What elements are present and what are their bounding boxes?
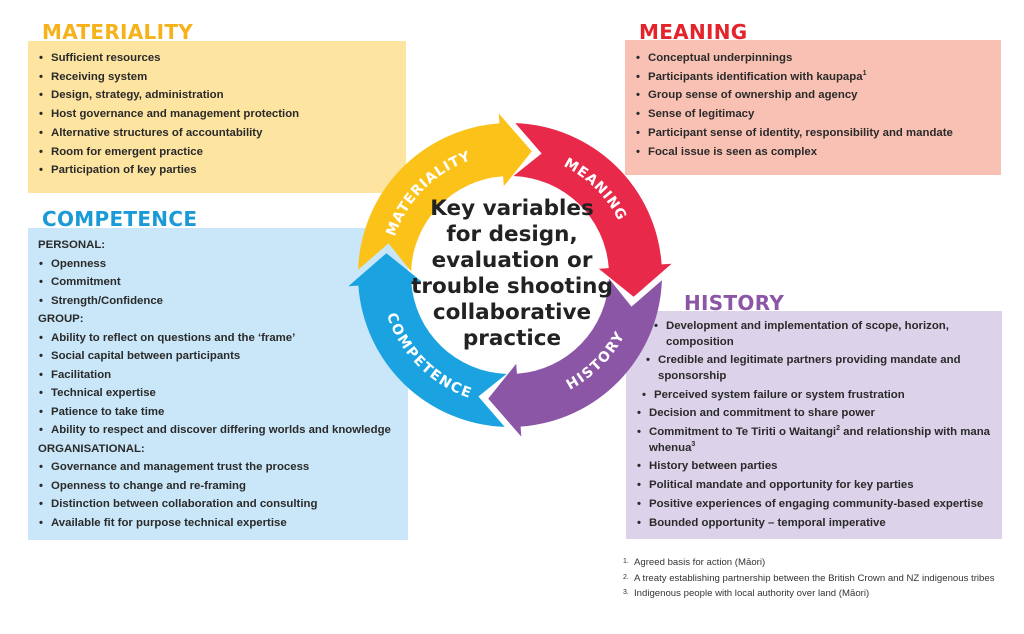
footnote: 2. A treaty establishing partnership betw… xyxy=(623,573,1013,586)
list-item: Governance and management trust the proc… xyxy=(38,458,398,477)
list-item: Commitment xyxy=(38,273,398,292)
materiality-panel: Sufficient resources Receiving system De… xyxy=(28,41,406,193)
list-item: Ability to reflect on questions and the … xyxy=(38,329,398,348)
list-item: Receiving system xyxy=(38,68,396,87)
footnote-marker: 2 xyxy=(836,425,841,433)
list-item: History between parties xyxy=(636,459,992,475)
footnote-number: 2. xyxy=(623,573,629,581)
list-item: Positive experiences of engaging communi… xyxy=(636,497,992,513)
list-item: Distinction between collaboration and co… xyxy=(38,495,398,514)
list-item: Decision and commitment to share power xyxy=(636,406,992,422)
list-item: Design, strategy, administration xyxy=(38,86,396,105)
list-item: Room for emergent practice xyxy=(38,143,396,162)
group-label-group: GROUP: xyxy=(38,313,84,325)
list-item: Development and implementation of scope,… xyxy=(636,319,992,350)
center-title-line: evaluation or xyxy=(431,248,593,273)
group-label-personal: PERSONAL: xyxy=(38,239,106,251)
list-item-text: Participants identification with kaupapa xyxy=(648,70,863,83)
cycle-arrow-competence xyxy=(348,253,507,427)
list-item: Facilitation xyxy=(38,366,398,385)
list-item: Group sense of ownership and agency xyxy=(635,86,991,105)
center-title-line: collaborative xyxy=(432,300,592,325)
list-item: Sense of legitimacy xyxy=(635,105,991,124)
list-item: Patience to take time xyxy=(38,403,398,422)
list-item: Host governance and management protectio… xyxy=(38,105,396,124)
cycle-segments xyxy=(348,113,672,437)
list-item-text: Commitment to Te Tiriti o Waitangi xyxy=(649,426,837,439)
cycle-arrow-materiality xyxy=(358,113,532,272)
footnote-number: 1. xyxy=(623,558,629,565)
footnote-text: Indigenous people with local authority o… xyxy=(634,588,870,599)
cycle-arrow-meaning xyxy=(513,123,672,297)
list-item: Openness xyxy=(38,255,398,274)
list-item: Technical expertise xyxy=(38,384,398,403)
footnote-marker: 1 xyxy=(862,69,867,77)
list-item: Ability to respect and discover differin… xyxy=(38,421,398,440)
footnotes: 1. Agreed basis for action (Māori) 2. A tr… xyxy=(623,557,1013,604)
materiality-heading: MATERIALITY xyxy=(42,20,194,44)
center-title-line: trouble shooting xyxy=(411,274,613,299)
list-item: Available fit for purpose technical expe… xyxy=(38,514,398,533)
competence-list: PERSONAL: Openness Commitment Strength/C… xyxy=(38,236,398,532)
list-item: Bounded opportunity – temporal imperativ… xyxy=(636,516,992,532)
competence-panel: PERSONAL: Openness Commitment Strength/C… xyxy=(28,228,408,540)
cycle-diagram: MATERIALITY MEANING HISTORY COMPETENCE xyxy=(348,113,672,437)
footnote-number: 3. xyxy=(623,589,629,596)
list-item: Sufficient resources xyxy=(38,49,396,68)
list-item-text: and relationship with mana whenua xyxy=(649,426,991,454)
footnote: 3. Indigenous people with local authority… xyxy=(623,588,1013,601)
list-item: Credible and legitimate partners providi… xyxy=(636,353,992,384)
footnote-text: A treaty establishing partnership betwee… xyxy=(634,572,995,584)
center-title-line: practice xyxy=(462,326,562,351)
history-panel: Development and implementation of scope,… xyxy=(626,311,1002,539)
center-title-line: Key variables xyxy=(430,196,594,221)
group-label-organisational: ORGANISATIONAL: xyxy=(38,442,145,455)
list-item: Conceptual underpinnings xyxy=(635,49,991,68)
meaning-heading: MEANING xyxy=(639,20,748,44)
competence-heading: COMPETENCE xyxy=(42,207,198,231)
list-item: Participants identification with kaupapa… xyxy=(635,68,991,87)
meaning-panel: Conceptual underpinnings Participants id… xyxy=(625,40,1001,175)
cycle-arrow-history xyxy=(488,278,662,437)
list-item: Openness to change and re-framing xyxy=(38,477,398,496)
history-list: Development and implementation of scope,… xyxy=(636,319,992,531)
list-item: Commitment to Te Tiriti o Waitangi2 and … xyxy=(636,425,992,456)
list-item: Focal issue is seen as complex xyxy=(635,143,991,162)
meaning-list: Conceptual underpinnings Participants id… xyxy=(635,49,991,161)
list-item: Perceived system failure or system frust… xyxy=(636,388,992,404)
history-heading: HISTORY xyxy=(684,291,785,315)
center-title: Key variables for design, evaluation or … xyxy=(402,196,622,352)
list-item: Participant sense of identity, responsib… xyxy=(635,124,991,143)
footnote-marker: 3 xyxy=(691,440,696,448)
list-item: Political mandate and opportunity for ke… xyxy=(636,478,992,494)
footnote: 1. Agreed basis for action (Māori) xyxy=(623,557,1013,570)
center-title-line: for design, xyxy=(446,222,578,247)
list-item: Strength/Confidence xyxy=(38,292,398,311)
list-item: Participation of key parties xyxy=(38,161,396,180)
list-item: Social capital between participants xyxy=(38,347,398,366)
materiality-list: Sufficient resources Receiving system De… xyxy=(38,49,396,180)
footnote-text: Agreed basis for action (Māori) xyxy=(634,557,766,568)
list-item: Alternative structures of accountability xyxy=(38,124,396,143)
